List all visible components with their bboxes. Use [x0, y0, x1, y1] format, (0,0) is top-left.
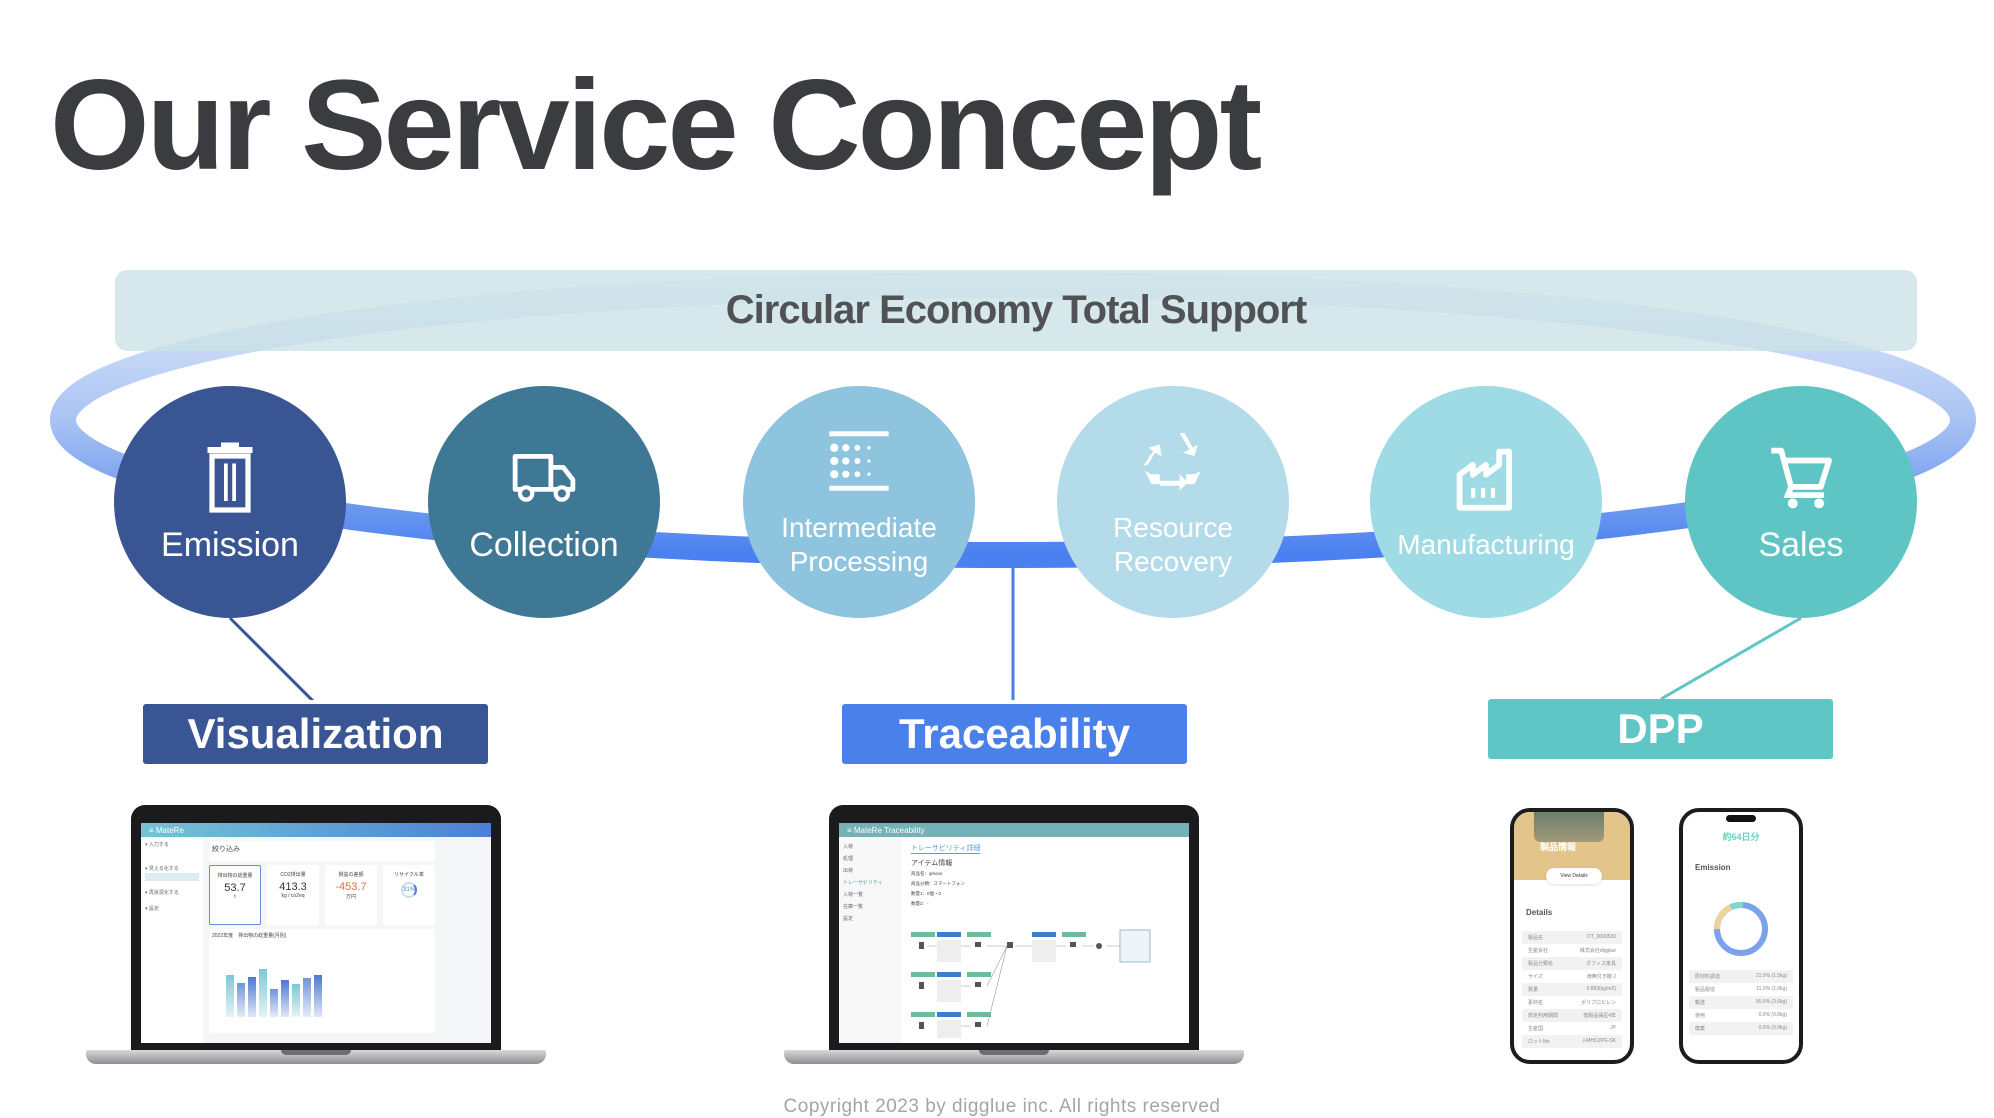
- tag-traceability: Traceability: [842, 704, 1187, 764]
- laptop-visualization-dashboard: ≡ MateRe ▾ 入力する ▾ 見える化する ▾ 再資源化する ▾ 設定 絞…: [86, 805, 546, 1070]
- banner-text: Circular Economy Total Support: [725, 288, 1307, 332]
- filter-panel: 絞り込み: [209, 841, 435, 861]
- stage-collection: Collection: [428, 386, 660, 618]
- trace-flow-graph: [911, 929, 1151, 1038]
- stage-label: Collection: [469, 526, 619, 564]
- stage-label: Intermediate Processing: [781, 512, 937, 577]
- details-heading: Details: [1526, 908, 1553, 917]
- sidebar: 入荷処理出荷トレーサビリティ入荷一覧在庫一覧設定: [839, 837, 901, 1043]
- emission-donut-chart: [1713, 901, 1768, 956]
- product-info-heading: 製品情報: [1540, 842, 1577, 852]
- cart-icon: [1771, 447, 1832, 509]
- tag-visualization: Visualization: [143, 704, 488, 764]
- copyright: Copyright 2023 by digglue inc. All right…: [783, 1096, 1221, 1117]
- stage-label: Sales: [1758, 526, 1844, 564]
- stage-label: Emission: [161, 526, 299, 564]
- sidebar: ▾ 入力する ▾ 見える化する ▾ 再資源化する ▾ 設定: [141, 837, 203, 1043]
- trash-icon: [207, 442, 253, 513]
- monthly-chart: 2022年度 排出物の総重量(月別): [209, 929, 435, 1033]
- truck-icon: [512, 453, 576, 502]
- laptop-traceability: ≡ MateRe Traceability 入荷処理出荷トレーサビリティ入荷一覧…: [784, 805, 1244, 1070]
- factory-icon: [1456, 448, 1512, 511]
- days-value: 約64日分: [1722, 832, 1760, 842]
- connector-dpp: [1660, 616, 1802, 700]
- connector-visualization: [228, 616, 315, 700]
- stage-intermediate-processing: Intermediate Processing: [743, 386, 975, 618]
- emission-heading: Emission: [1695, 863, 1731, 872]
- tag-dpp: DPP: [1488, 699, 1833, 759]
- banner: Circular Economy Total Support: [115, 270, 1917, 351]
- recycle-icon: [1143, 432, 1202, 491]
- app-header: ≡ MateRe: [141, 823, 491, 837]
- stage-sales: Sales: [1685, 386, 1917, 618]
- filter-icon: [829, 431, 889, 491]
- stage-resource-recovery: Resource Recovery: [1057, 386, 1289, 618]
- stage-emission: Emission: [114, 386, 346, 618]
- app-header: ≡ MateRe Traceability: [839, 823, 1189, 837]
- page-title: Our Service Concept: [50, 54, 1262, 197]
- view-details-button[interactable]: View Details: [1546, 868, 1602, 884]
- stage-manufacturing: Manufacturing: [1370, 386, 1602, 618]
- stage-label: Manufacturing: [1397, 529, 1575, 560]
- stage-label: Resource Recovery: [1113, 512, 1233, 577]
- trace-heading: トレーサビリティ詳細: [911, 845, 981, 854]
